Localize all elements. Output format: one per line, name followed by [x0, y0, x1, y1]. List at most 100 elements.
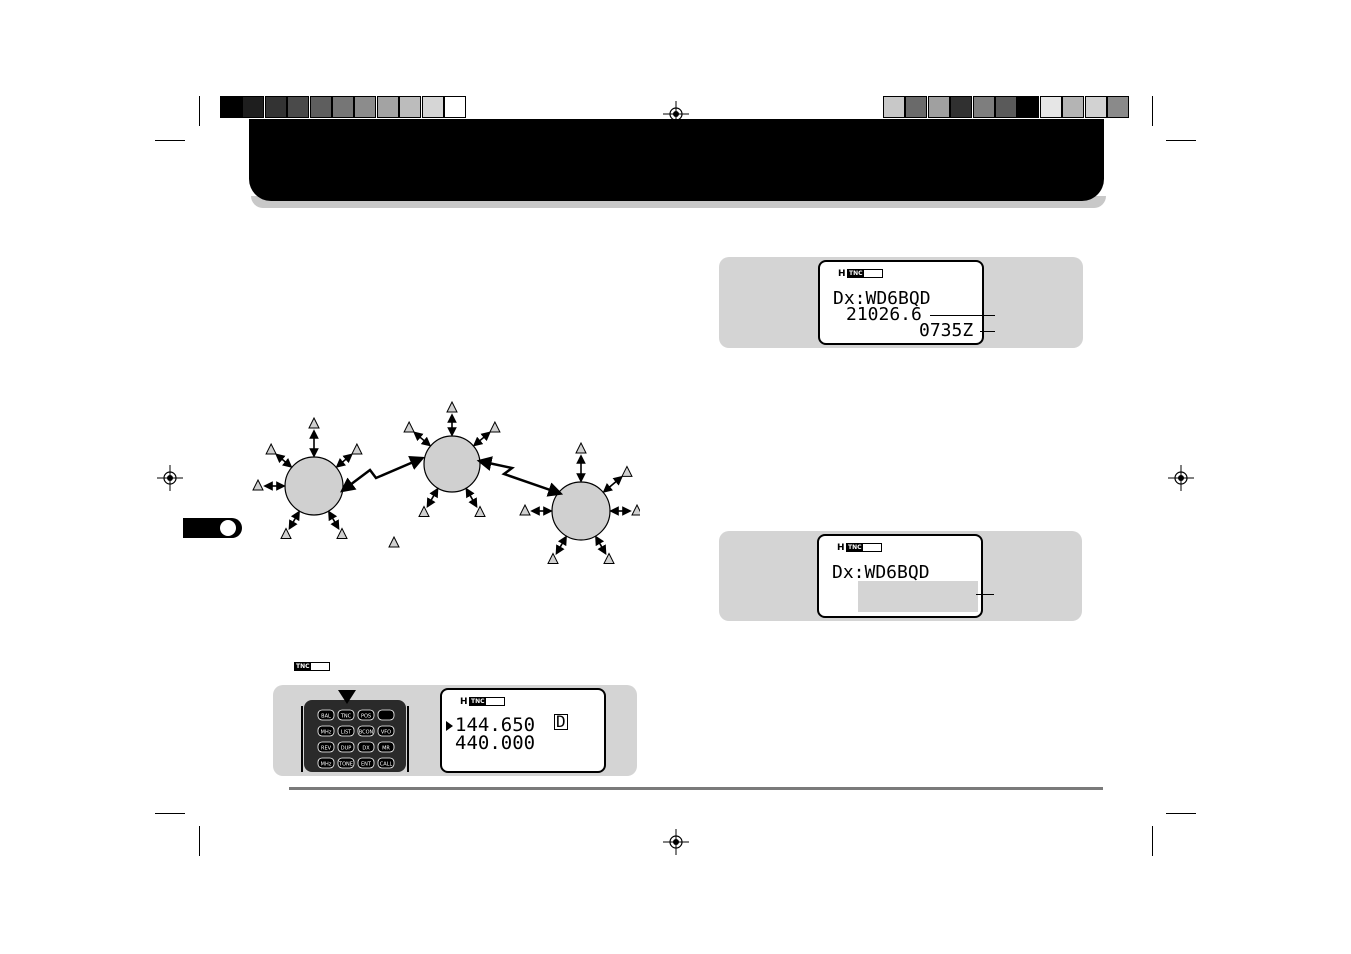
keypad-key: [317, 741, 335, 753]
double-arrow-icon: [288, 510, 300, 530]
triangle-station-icon: [603, 552, 615, 564]
lcd-time-line: 0735Z: [919, 320, 974, 341]
color-swatch: [354, 96, 377, 118]
keypad-key-label: CALL: [380, 762, 393, 768]
triangle-station-icon: [280, 527, 292, 539]
triangle-station-icon: [621, 465, 633, 477]
footer-rule: [289, 787, 1103, 790]
keypad-key: [377, 757, 395, 769]
digipeater-node: [284, 456, 344, 516]
color-swatch: [905, 96, 928, 118]
color-swatch: [1017, 96, 1040, 118]
tnc-label: TNC: [847, 544, 863, 551]
digipeater-node: [551, 481, 611, 541]
registration-mark-icon: [1168, 465, 1194, 491]
keypad-key-label: BCON: [359, 730, 374, 736]
triangle-station-icon: [575, 441, 587, 454]
crop-mark: [155, 140, 185, 141]
registration-mark-icon: [663, 829, 689, 855]
double-arrow-icon: [555, 535, 567, 555]
triangle-station-icon: [446, 400, 458, 413]
triangle-station-icon: [403, 420, 415, 433]
registration-mark-icon: [157, 465, 183, 491]
color-swatch: [995, 96, 1017, 118]
lcd-indicator-h: H: [837, 543, 845, 553]
tnc-label: TNC: [848, 270, 864, 277]
down-arrow-icon: [338, 690, 356, 704]
triangle-station-icon: [474, 505, 486, 517]
triangle-station-icon: [336, 527, 348, 539]
color-swatch: [1039, 96, 1062, 118]
color-swatch: [972, 96, 995, 118]
color-swatch: [220, 96, 242, 118]
double-arrow-icon: [595, 535, 607, 555]
digipeater-node: [423, 435, 481, 493]
color-swatch: [1107, 96, 1129, 118]
keypad-key-label: MR: [382, 746, 390, 752]
triangle-station-icon: [265, 442, 277, 455]
registration-mark-icon: [663, 101, 689, 127]
lcd-callsign-line: Dx:WD6BQD: [832, 562, 930, 583]
color-swatch: [399, 96, 422, 118]
triangle-station-icon: [388, 535, 400, 548]
color-swatch: [883, 96, 905, 118]
crop-mark: [1152, 96, 1153, 126]
callout-line: [976, 594, 994, 595]
digipeater-network-diagram: [252, 400, 640, 564]
keypad-key-label: MHz: [321, 762, 332, 768]
keypad-key-label: REV: [321, 746, 332, 752]
crop-mark: [155, 813, 185, 814]
double-arrow-icon: [602, 475, 623, 493]
double-arrow-icon: [426, 487, 439, 508]
keypad-key: [337, 757, 355, 769]
keypad-key-label: LIST: [341, 730, 352, 736]
keypad-key: [377, 741, 395, 753]
triangle-station-icon: [351, 442, 363, 455]
keypad-key: [337, 725, 355, 737]
callout-line: [930, 315, 995, 316]
lcd-callsign-line: Dx:WD6BQD: [833, 288, 931, 309]
color-swatch: [309, 96, 332, 118]
keypad-key: [337, 709, 355, 721]
lcd-indicator-h: H: [838, 269, 846, 279]
lcd-display-top: H TNC Dx:WD6BQD 21026.6 0735Z: [818, 260, 984, 345]
keypad-key: [357, 741, 375, 753]
keypad-key: [377, 725, 395, 737]
radio-link-icon: [476, 456, 564, 497]
double-arrow-icon: [275, 453, 293, 468]
keypad-key-label: BAL: [321, 714, 331, 720]
triangle-station-icon: [418, 505, 430, 517]
crop-mark: [1166, 140, 1196, 141]
triangle-station-icon: [519, 503, 531, 516]
tnc-label: TNC: [295, 663, 311, 670]
crop-mark: [199, 826, 200, 856]
lcd-indicator-h: H: [460, 697, 468, 707]
cursor-triangle-icon: [446, 721, 453, 731]
double-arrow-icon: [335, 453, 353, 468]
color-swatch: [950, 96, 973, 118]
triangle-station-icon: [308, 416, 320, 429]
double-arrow-icon: [413, 431, 432, 447]
lcd-blank-area: [858, 581, 978, 612]
crop-mark: [1166, 813, 1196, 814]
lcd-display-bottom: H TNC 144.650 D 440.000: [440, 688, 606, 773]
tnc-label: TNC: [470, 698, 486, 705]
triangle-station-icon: [252, 478, 264, 491]
triangle-station-icon: [547, 552, 559, 564]
keypad-key: [317, 709, 335, 721]
chapter-tab-dot: [220, 520, 236, 536]
lcd-frequency-line: 21026.6: [846, 304, 922, 325]
keypad-key: [357, 709, 375, 721]
lcd-data-band-badge: D: [554, 712, 568, 731]
lcd-frequency-a: 144.650: [455, 714, 536, 736]
keypad-key-label: VFO: [381, 730, 391, 736]
triangle-station-icon: [631, 503, 640, 516]
crop-mark: [1152, 826, 1153, 856]
double-arrow-icon: [328, 510, 340, 530]
keypad-key-label: DUP: [341, 746, 352, 752]
keypad-key-label: TONE: [338, 762, 353, 768]
color-swatch: [1084, 96, 1107, 118]
lcd-display-middle: H TNC Dx:WD6BQD: [817, 534, 983, 618]
radio-link-icon: [340, 456, 425, 493]
color-swatch: [287, 96, 310, 118]
